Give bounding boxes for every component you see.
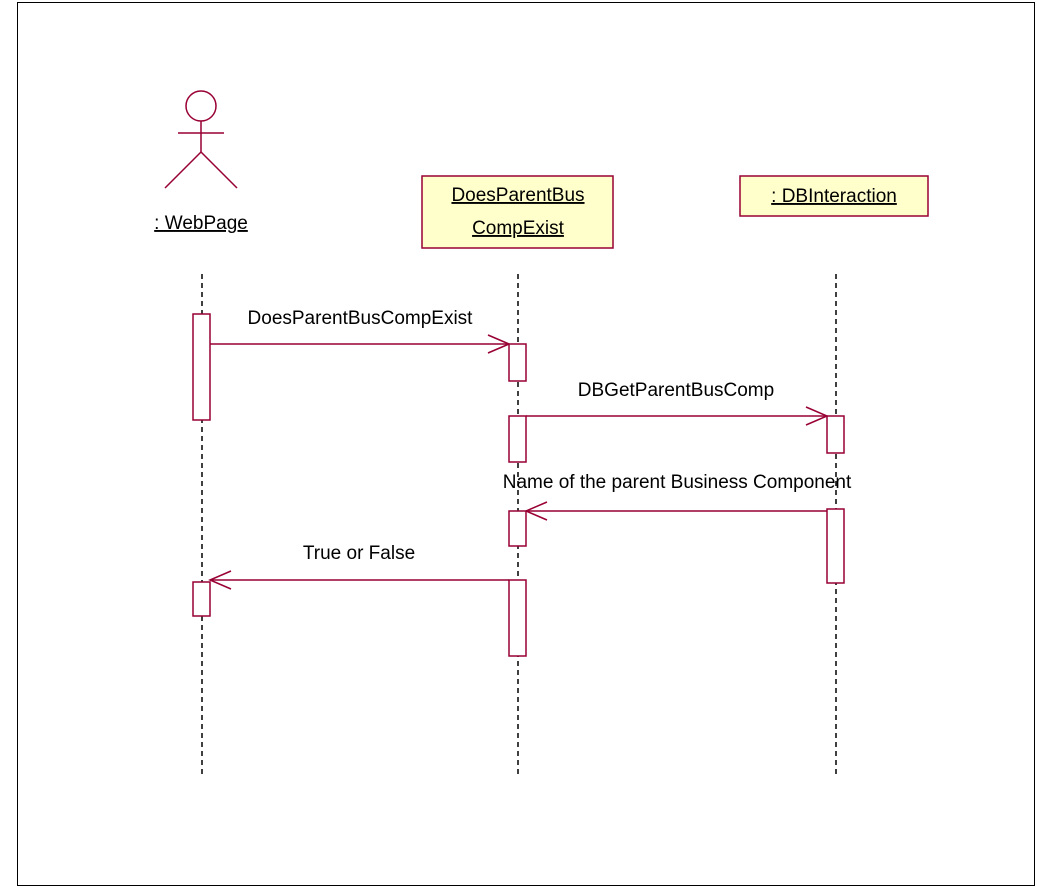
- activation-dbinteraction-2: [826, 508, 845, 584]
- actor-head: [185, 90, 217, 122]
- object-box-doesparentbuscompexist: [421, 175, 614, 249]
- object-label-line-2: CompExist: [472, 218, 565, 239]
- message-arrow-3: [524, 501, 827, 521]
- object-label-line-1: DoesParentBus: [451, 185, 584, 206]
- activation-webpage-2: [192, 581, 211, 617]
- message-arrow-2: [526, 406, 829, 426]
- activation-doesparent-4: [508, 579, 527, 657]
- object-box-dbinteraction: [739, 175, 929, 217]
- actor-icon: [164, 90, 238, 189]
- message-arrow-1: [210, 334, 511, 354]
- actor-label: : WebPage: [154, 213, 248, 234]
- activation-doesparent-2: [508, 415, 527, 463]
- message-label-4: True or False: [303, 543, 415, 564]
- message-label-2: DBGetParentBusComp: [578, 380, 774, 401]
- activation-dbinteraction-1: [826, 415, 845, 454]
- activation-doesparent-1: [508, 343, 527, 382]
- activation-webpage-1: [192, 313, 211, 421]
- message-label-3: Name of the parent Business Component: [503, 472, 852, 493]
- activation-doesparent-3: [508, 510, 527, 547]
- message-arrow-4: [208, 570, 509, 590]
- message-label-1: DoesParentBusCompExist: [248, 308, 474, 329]
- object-label-dbinteraction: : DBInteraction: [771, 186, 897, 207]
- actor-right-leg: [200, 151, 238, 189]
- actor-left-leg: [164, 151, 202, 189]
